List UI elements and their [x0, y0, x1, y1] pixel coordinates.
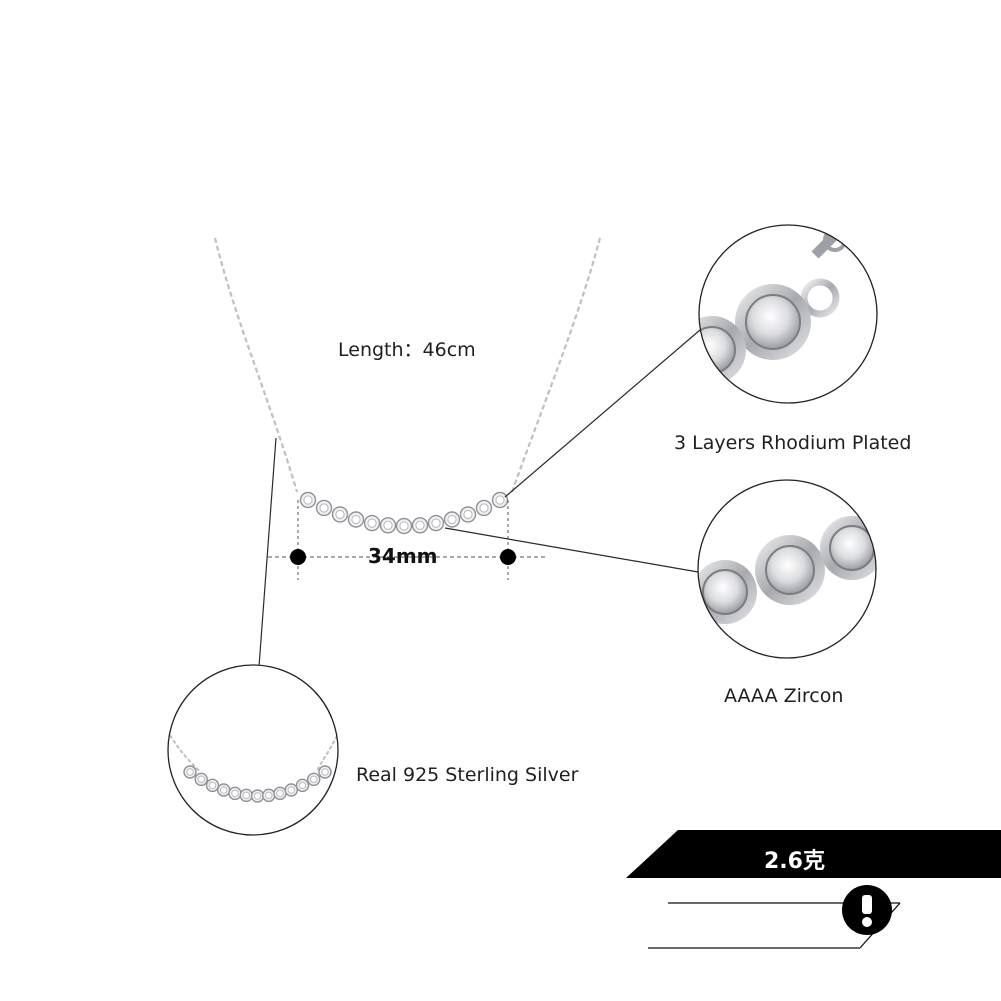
detail-circle-silver: [167, 664, 339, 836]
zircon-label: AAAA Zircon: [724, 685, 844, 707]
exclamation-icon: [842, 885, 892, 935]
detail-circle-zircon: [697, 479, 877, 659]
bar-width-label: 34mm: [368, 544, 438, 568]
length-label: Length：46cm: [338, 339, 476, 361]
dimension-indicator: [268, 500, 548, 580]
necklace-chain: [213, 237, 602, 493]
rhodium-plating-label: 3 Layers Rhodium Plated: [674, 432, 912, 454]
sterling-silver-label: Real 925 Sterling Silver: [356, 764, 579, 786]
detail-circle-rhodium: [698, 224, 878, 404]
callout-lines: [257, 329, 701, 681]
weight-label: 2.6克: [764, 849, 825, 874]
dimension-end-dot: [500, 549, 516, 565]
dimension-start-dot: [290, 549, 306, 565]
weight-banner: [626, 830, 1001, 878]
necklace-pendant-bar: [299, 491, 509, 535]
notice-area: [648, 885, 901, 949]
